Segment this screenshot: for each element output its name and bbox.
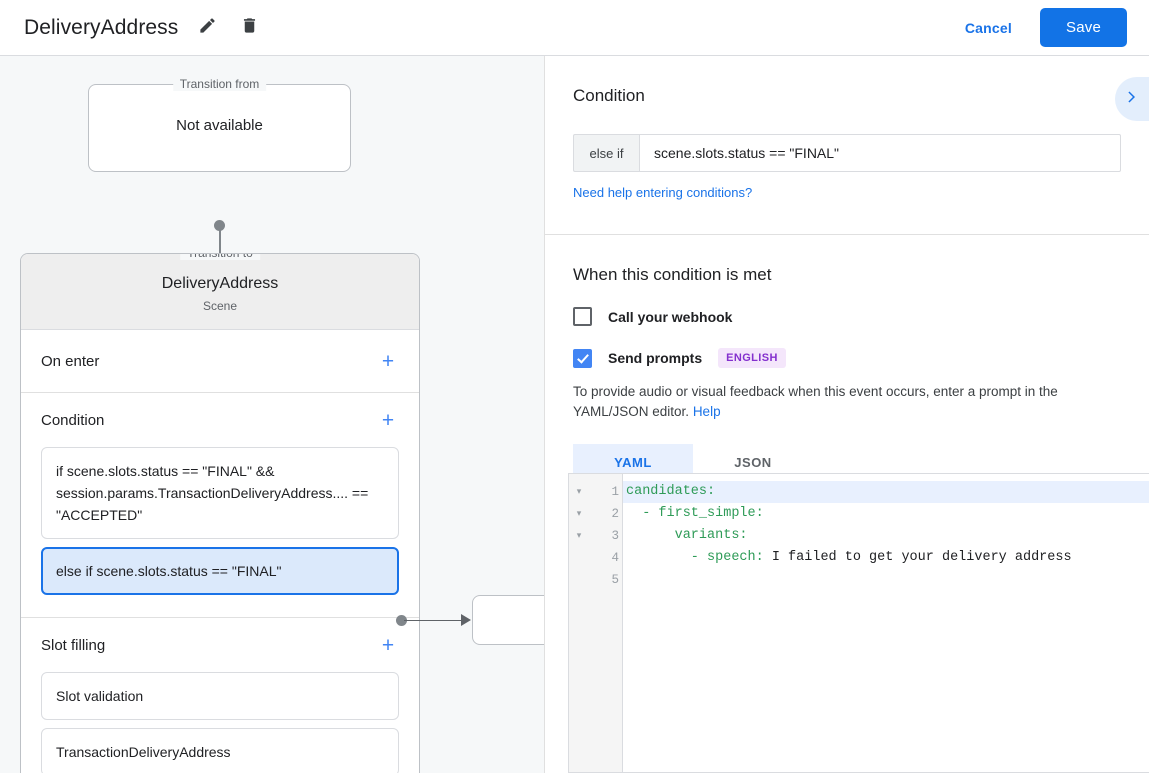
delete-button[interactable] bbox=[234, 13, 264, 43]
yaml-key-token: - first_simple: bbox=[626, 506, 764, 521]
transition-from-legend: Transition from bbox=[172, 77, 267, 91]
connector-edge-vertical bbox=[219, 226, 221, 264]
editor-code-line[interactable] bbox=[623, 569, 1149, 591]
transition-from-node[interactable]: Transition from Not available bbox=[88, 77, 351, 172]
transition-to-legend: Transition to bbox=[180, 254, 260, 260]
slot-item-transaction-delivery-address[interactable]: TransactionDeliveryAddress bbox=[41, 728, 399, 773]
editor-line-gutter: 4 bbox=[569, 547, 622, 569]
editor-line-gutter: ▾3 bbox=[569, 525, 622, 547]
yaml-key-token: candidates: bbox=[626, 484, 716, 499]
yaml-value-token: I failed to get your delivery address bbox=[763, 550, 1072, 565]
editor-line-gutter: 5 bbox=[569, 569, 622, 591]
when-met-heading: When this condition is met bbox=[573, 265, 772, 284]
transition-to-node[interactable]: Transition to DeliveryAddress Scene On e… bbox=[20, 253, 420, 773]
tab-json[interactable]: JSON bbox=[734, 454, 772, 470]
help-text-body: To provide audio or visual feedback when… bbox=[573, 384, 1058, 419]
editor-line-number: 2 bbox=[611, 507, 619, 521]
yaml-key-token: - speech: bbox=[626, 550, 764, 565]
add-slot-button[interactable]: + bbox=[381, 633, 395, 657]
flow-canvas[interactable]: Transition from Not available Transition… bbox=[0, 56, 545, 773]
send-prompts-label: Send prompts bbox=[608, 350, 703, 366]
connector-dot-selected bbox=[396, 615, 407, 626]
condition-prefix-label: else if bbox=[573, 134, 639, 172]
editor-code-area[interactable]: candidates: - first_simple: variants: - … bbox=[623, 474, 1149, 772]
save-button[interactable]: Save bbox=[1040, 8, 1127, 47]
add-on-enter-button[interactable]: + bbox=[381, 349, 395, 373]
editor-line-gutter: ▾2 bbox=[569, 503, 622, 525]
panel-when-met-section: When this condition is met Call your web… bbox=[545, 235, 1149, 480]
fold-triangle-icon[interactable]: ▾ bbox=[576, 531, 582, 541]
scene-name: DeliveryAddress bbox=[161, 274, 279, 292]
editor-code-line[interactable]: - speech: I failed to get your delivery … bbox=[623, 547, 1149, 569]
app-header: DeliveryAddress Cancel Save bbox=[0, 0, 1149, 56]
editor-line-gutter: ▾1 bbox=[569, 481, 622, 503]
section-condition-header: Condition + bbox=[41, 393, 399, 447]
panel-condition-heading: Condition bbox=[573, 86, 645, 105]
connector-arrow-right-icon bbox=[461, 614, 471, 626]
send-prompts-option-row[interactable]: Send prompts ENGLISH bbox=[573, 348, 1121, 368]
pencil-icon bbox=[198, 16, 217, 40]
section-condition-title: Condition bbox=[41, 411, 105, 429]
section-slot-filling-title: Slot filling bbox=[41, 636, 106, 654]
webhook-option-row[interactable]: Call your webhook bbox=[573, 307, 1121, 326]
condition-item[interactable]: if scene.slots.status == "FINAL" && sess… bbox=[41, 447, 399, 539]
section-slot-filling-header: Slot filling + bbox=[41, 618, 399, 672]
editor-code-line[interactable]: candidates: bbox=[623, 481, 1149, 503]
language-badge: ENGLISH bbox=[718, 348, 786, 368]
send-prompts-checkbox[interactable] bbox=[573, 348, 592, 368]
section-on-enter-title: On enter bbox=[41, 352, 100, 370]
transition-from-value: Not available bbox=[176, 117, 263, 134]
target-node-stub[interactable] bbox=[472, 595, 545, 645]
condition-expression-row: else if bbox=[573, 134, 1121, 172]
fold-triangle-icon[interactable]: ▾ bbox=[576, 487, 582, 497]
panel-condition-section: Condition else if Need help entering con… bbox=[545, 56, 1149, 235]
page-title: DeliveryAddress bbox=[24, 15, 179, 39]
editor-code-line[interactable]: variants: bbox=[623, 525, 1149, 547]
call-webhook-label: Call your webhook bbox=[608, 308, 733, 325]
condition-expression-input[interactable] bbox=[639, 134, 1121, 172]
editor-line-number: 5 bbox=[611, 573, 619, 587]
help-link[interactable]: Help bbox=[692, 404, 721, 419]
editor-code-line[interactable]: - first_simple: bbox=[623, 503, 1149, 525]
editor-line-number: 4 bbox=[611, 551, 619, 565]
scene-type: Scene bbox=[202, 298, 238, 313]
condition-help-link[interactable]: Need help entering conditions? bbox=[573, 185, 753, 200]
call-webhook-checkbox[interactable] bbox=[573, 307, 592, 326]
transition-to-header: DeliveryAddress Scene bbox=[21, 254, 419, 330]
expand-panel-button[interactable] bbox=[1115, 77, 1149, 121]
slot-item-validation[interactable]: Slot validation bbox=[41, 672, 399, 720]
section-on-enter-header: On enter + bbox=[41, 330, 399, 392]
editor-line-number: 1 bbox=[611, 485, 619, 499]
section-condition: Condition + if scene.slots.status == "FI… bbox=[21, 393, 419, 618]
edit-name-button[interactable] bbox=[192, 13, 222, 43]
section-on-enter: On enter + bbox=[21, 330, 419, 393]
send-prompts-help-text: To provide audio or visual feedback when… bbox=[573, 382, 1121, 422]
chevron-right-icon bbox=[1123, 88, 1141, 111]
yaml-key-token: variants: bbox=[626, 528, 748, 543]
section-slot-filling: Slot filling + Slot validation Transacti… bbox=[21, 618, 419, 773]
connector-edge-horizontal bbox=[404, 619, 464, 621]
trash-icon bbox=[240, 16, 259, 40]
canvas-panel-divider bbox=[544, 56, 545, 773]
fold-triangle-icon[interactable]: ▾ bbox=[576, 509, 582, 519]
add-condition-button[interactable]: + bbox=[381, 408, 395, 432]
condition-item-selected[interactable]: else if scene.slots.status == "FINAL" bbox=[41, 547, 399, 595]
cancel-button[interactable]: Cancel bbox=[951, 11, 1026, 45]
connector-dot-from bbox=[214, 220, 225, 231]
editor-line-number: 3 bbox=[611, 529, 619, 543]
